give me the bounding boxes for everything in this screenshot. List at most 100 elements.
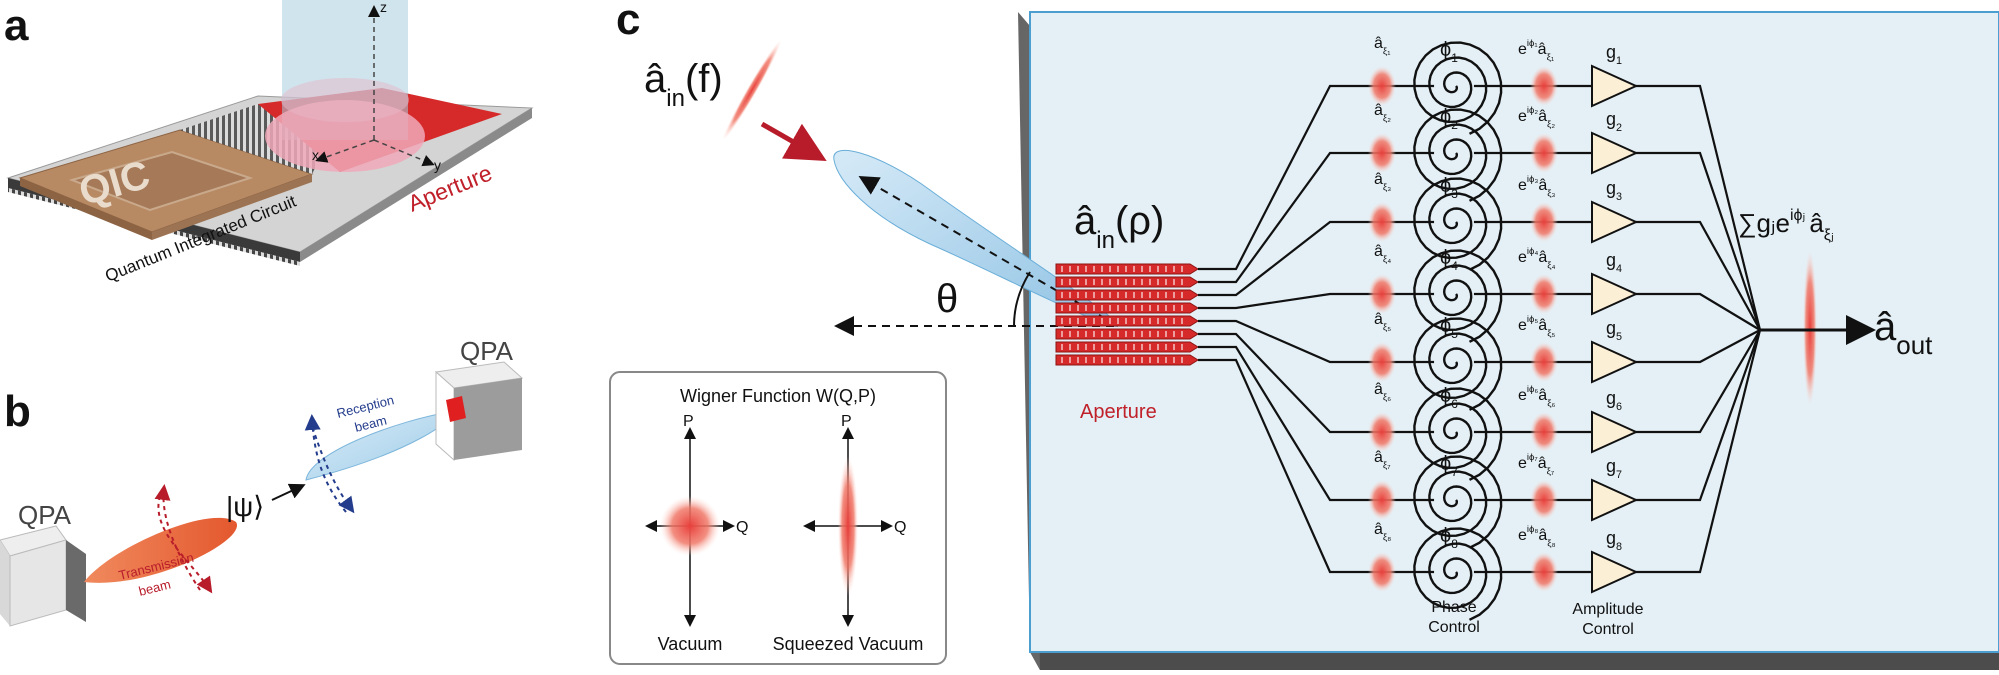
mode-spot: [1368, 133, 1396, 173]
qic-inner-square: [68, 150, 254, 212]
combiner-wire: [1660, 151, 1762, 331]
phase-shifter-icon: [1413, 455, 1503, 549]
wigner-inset: [609, 371, 947, 665]
gain-label: g4: [1606, 250, 1622, 275]
beam-footprint: [265, 100, 425, 172]
channel-wire: [1198, 220, 1660, 297]
input-squeezed-state: [722, 39, 782, 141]
phase-label: ϕ8: [1440, 525, 1458, 551]
amplifier-icon: [1591, 478, 1639, 522]
mode-spot: [1368, 480, 1396, 520]
phase-label: ϕ3: [1440, 175, 1458, 201]
squeezed-label: Squeezed Vacuum: [773, 634, 924, 654]
vacuum-state: [660, 496, 720, 556]
amplifier-icon: [1591, 550, 1639, 594]
aperture-element: [1055, 263, 1199, 275]
phased-mode-label: eiϕ₇âξ₇: [1518, 452, 1554, 477]
amplifier-icon: [1591, 64, 1639, 108]
gain-label: g3: [1606, 178, 1622, 203]
channel-wire: [1198, 358, 1660, 574]
channel-8: âξ₈ ϕ8 eiϕ₈âξ₈ g8: [1198, 329, 1762, 621]
mode-spot: [1368, 66, 1396, 106]
transmission-beam: [84, 517, 238, 583]
mode-label: âξ₈: [1374, 521, 1391, 543]
panel-a-letter: a: [4, 1, 29, 50]
theta-label: θ: [936, 277, 958, 321]
mode-label: âξ₂: [1374, 102, 1391, 124]
mode-spot: [1368, 412, 1396, 452]
phase-label: ϕ4: [1440, 247, 1458, 273]
theta-arc: [1013, 271, 1031, 327]
gain-label: g6: [1606, 388, 1622, 413]
mode-label: âξ₃: [1374, 171, 1391, 193]
channel-7: âξ₇ ϕ7 eiϕ₇âξ₇ g7: [1198, 329, 1762, 549]
phase-label: ϕ6: [1440, 385, 1458, 411]
phase-label: ϕ7: [1440, 453, 1458, 479]
phased-mode-spot: [1530, 66, 1558, 106]
combiner-wire: [1660, 329, 1761, 364]
phased-mode-spot: [1530, 480, 1558, 520]
channel-wire: [1198, 332, 1660, 434]
phase-label: ϕ1: [1440, 39, 1458, 65]
squeezed-p-label: P: [841, 413, 852, 430]
channel-3: âξ₃ ϕ3 eiϕ₃âξ₃ g3: [1198, 171, 1761, 331]
gain-label: g2: [1606, 109, 1622, 134]
combiner-wire: [1660, 329, 1761, 434]
axis-y-label: y: [434, 157, 441, 173]
channel-wire: [1198, 84, 1660, 271]
panel-b: b QPA Transmission beam |ψ⟩ Reception be…: [0, 336, 524, 627]
wigner-title: Wigner Function W(Q,P): [680, 386, 876, 406]
phase-label: ϕ2: [1440, 106, 1458, 132]
qic-chip-front: [20, 178, 152, 240]
phased-mode-label: eiϕ₅âξ₅: [1518, 314, 1555, 339]
mode-spot: [1368, 342, 1396, 382]
state-arrow: [271, 483, 306, 501]
transmission-label-2: beam: [137, 576, 172, 598]
aperture-element: [1055, 328, 1199, 340]
vacuum-p-label: P: [683, 413, 694, 430]
vacuum-label: Vacuum: [658, 634, 723, 654]
chip-slab-side: [300, 108, 532, 262]
phase-label: ϕ5: [1440, 315, 1458, 341]
amplitude-control-label-1: Amplitude: [1572, 601, 1643, 618]
qpa-right-label: QPA: [460, 336, 514, 366]
aperture-element: [1055, 289, 1199, 301]
beam-direction-arrow: [858, 175, 1119, 327]
input-f-hat: âin(f): [644, 57, 723, 112]
amplifier-icon: [1591, 410, 1639, 454]
gain-label: g5: [1606, 318, 1622, 343]
combiner-wire: [1660, 329, 1762, 574]
phased-mode-spot: [1530, 274, 1558, 314]
phased-mode-spot: [1530, 552, 1558, 592]
input-rho-hat: âin(ρ): [1074, 199, 1164, 254]
phased-mode-label: eiϕ₈âξ₈: [1518, 524, 1556, 549]
phased-mode-spot: [1530, 412, 1558, 452]
gain-label: g8: [1606, 528, 1622, 553]
aperture-element: [1055, 302, 1199, 314]
axis-z-label: z: [380, 0, 387, 15]
gain-label: g7: [1606, 456, 1622, 481]
combiner-wire: [1660, 84, 1762, 331]
mode-label: âξ₅: [1374, 311, 1391, 333]
squeezed-state: [838, 456, 858, 596]
amplifier-icon: [1591, 131, 1639, 175]
phased-mode-label: eiϕ₆âξ₆: [1518, 384, 1555, 409]
mode-spot: [1368, 274, 1396, 314]
phase-control-label-2: Control: [1428, 619, 1480, 636]
panel-b-letter: b: [4, 387, 31, 436]
phased-mode-label: eiϕ₃âξ₃: [1518, 174, 1556, 199]
mode-label: âξ₆: [1374, 381, 1391, 403]
mode-label: âξ₇: [1374, 449, 1391, 471]
combiner-wire: [1660, 329, 1762, 502]
amplitude-control-label-2: Control: [1582, 621, 1634, 638]
phased-mode-label: eiϕ₄âξ₄: [1518, 246, 1556, 271]
phased-mode-spot: [1530, 202, 1558, 242]
phased-mode-spot: [1530, 342, 1558, 382]
input-arrow: [760, 121, 827, 161]
